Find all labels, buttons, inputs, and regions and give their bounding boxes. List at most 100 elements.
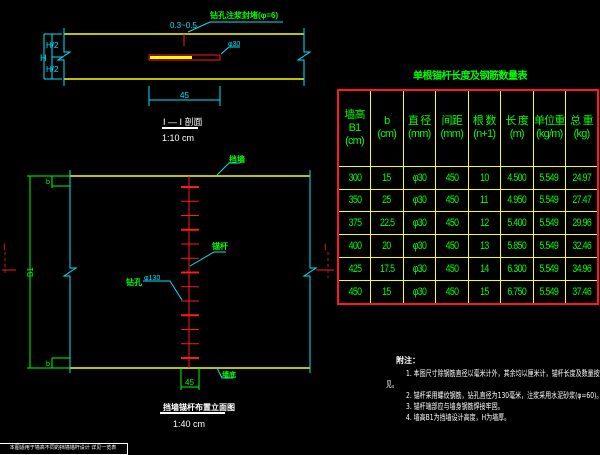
- table-cell: 5.549: [532, 256, 566, 281]
- table-cell-value: 5.400: [507, 217, 527, 230]
- dim-width-label: 45: [180, 91, 189, 100]
- dim-height-label: B1: [26, 267, 35, 277]
- table-cell-value: 5.549: [539, 240, 559, 253]
- plan-label-top: 挡墙: [229, 154, 245, 164]
- table-cell: φ30: [402, 188, 436, 213]
- table-cell: 400: [337, 234, 371, 258]
- table-header-cell: 墙高B1(cm): [337, 90, 371, 167]
- table-header-cell: 直 径(mm): [402, 90, 436, 167]
- note-item: 4. 墙高B1为挡墙设计高度，H为墙厚。: [406, 413, 511, 422]
- table-cell: 450: [435, 256, 469, 281]
- table-cell: 13: [467, 234, 501, 258]
- plan-label-bottom: 墙底: [222, 370, 236, 379]
- table-cell-value: 4.500: [507, 171, 527, 184]
- table-cell-value: 6.300: [507, 262, 527, 275]
- table-cell-value: 15: [479, 285, 489, 298]
- table-cell: 450: [435, 279, 469, 305]
- table-cell-value: 450: [445, 285, 459, 298]
- bar-tag-label: φ30: [228, 41, 240, 48]
- table-cell: 5.549: [532, 234, 566, 258]
- table-cell-value: φ30: [412, 217, 427, 230]
- table-cell: 32.46: [565, 234, 599, 258]
- table-header-cell: 间距(mm): [435, 90, 469, 167]
- table-cell-value: 5.549: [539, 262, 559, 275]
- table-cell: 15: [370, 279, 404, 305]
- plan-label-left: 钻孔: [126, 277, 142, 287]
- table-header-cell: 根 数(n+1): [467, 90, 501, 167]
- table-cell-value: 4.950: [507, 194, 527, 207]
- table-header-text: (n+1): [473, 128, 496, 141]
- dim-b-bottom-label: b: [46, 361, 50, 368]
- table-header-text: (cm): [345, 134, 365, 147]
- table-header-cell: 单位重(kg/m): [532, 90, 566, 167]
- note-item: 见。: [386, 380, 398, 389]
- table-cell-value: 350: [348, 194, 361, 207]
- table-cell: 15: [467, 279, 501, 305]
- table-cell-value: φ30: [412, 262, 427, 275]
- leader-plan-bottom: [216, 367, 233, 379]
- leader-top: [187, 21, 283, 33]
- table-cell-value: φ30: [412, 240, 427, 253]
- table-cell: 425: [337, 256, 371, 281]
- footer-box-text: 本图适用于墙高不同的挡墙锚杆设计 详见一览表: [9, 445, 117, 451]
- quantity-table: 墙高B1(cm)b(cm)直 径(mm)间距(mm)根 数(n+1)长 度(m)…: [337, 89, 599, 305]
- table-cell-value: 5.850: [507, 240, 527, 253]
- plan-scale: 1:40 cm: [173, 419, 205, 429]
- table-cell: 24.97: [565, 165, 599, 190]
- table-cell: 37.46: [565, 279, 599, 305]
- table-header-text: 墙高B1: [344, 108, 365, 134]
- break-line-right: [296, 28, 312, 86]
- table-cell: 17.5: [370, 256, 404, 281]
- table-cell: φ30: [402, 211, 436, 236]
- table-cell-value: 11: [480, 194, 489, 207]
- table-cell: 350: [337, 188, 371, 213]
- table-cell-value: 450: [445, 217, 459, 230]
- section-view: H H/2 H/2 0.3~0.5 钻孔注浆封堵(φ=6) φ30 45 I —…: [40, 10, 312, 143]
- table-cell-value: 12: [479, 217, 489, 230]
- table-cell: 300: [337, 165, 371, 190]
- table-cell: 4.500: [500, 165, 534, 190]
- table-cell-value: 375: [348, 217, 361, 230]
- table-header-text: 间距: [441, 115, 463, 128]
- notes-title: 附注：: [396, 356, 420, 365]
- leader-plan-mid: [189, 251, 226, 267]
- table-cell-value: 27.47: [572, 194, 591, 207]
- break-line-left: [56, 28, 72, 86]
- table-cell-value: 450: [445, 262, 459, 275]
- leader-plan-left: [143, 280, 183, 301]
- section-mark-left: I: [3, 242, 6, 252]
- table-cell-value: 14: [479, 262, 489, 275]
- table-cell-value: 6.750: [507, 285, 527, 298]
- dim-h-half-bottom-label: H/2: [46, 65, 59, 74]
- table-cell: 5.549: [532, 188, 566, 213]
- table-cell-value: 5.549: [539, 171, 559, 184]
- table-cell: φ30: [402, 234, 436, 258]
- table-cell: 450: [435, 165, 469, 190]
- leader-bar-tag: [220, 46, 240, 55]
- rebar-bar: [150, 56, 192, 59]
- notes: 附注： 1. 本图尺寸除钢筋直径以毫米计外，其余均以厘米计，锚杆长度及数量按墙高…: [386, 355, 600, 423]
- table-cell-value: 13: [479, 240, 489, 253]
- table-header-text: 单位重: [533, 115, 565, 128]
- table-cell-value: φ30: [412, 171, 427, 184]
- table-cell-value: 15: [382, 171, 391, 184]
- table-cell-value: φ30: [412, 194, 427, 207]
- table-cell: 6.750: [500, 279, 534, 305]
- table-cell-value: 24.97: [572, 171, 591, 184]
- table-cell-value: 29.96: [572, 217, 591, 230]
- dim-h-label: H: [40, 53, 47, 63]
- table-cell-value: 5.549: [539, 194, 559, 207]
- table-cell: 22.5: [370, 211, 404, 236]
- table-cell: 450: [435, 234, 469, 258]
- plan-break-left: [62, 170, 78, 373]
- table-cell-value: 37.46: [572, 285, 591, 298]
- note-item: 1. 本图尺寸除钢筋直径以毫米计外，其余均以厘米计，锚杆长度及数量按墙高不同分别…: [406, 369, 600, 378]
- table-cell: 15: [370, 165, 404, 190]
- table-cell: 12: [467, 211, 501, 236]
- plan-break-right: [302, 170, 318, 373]
